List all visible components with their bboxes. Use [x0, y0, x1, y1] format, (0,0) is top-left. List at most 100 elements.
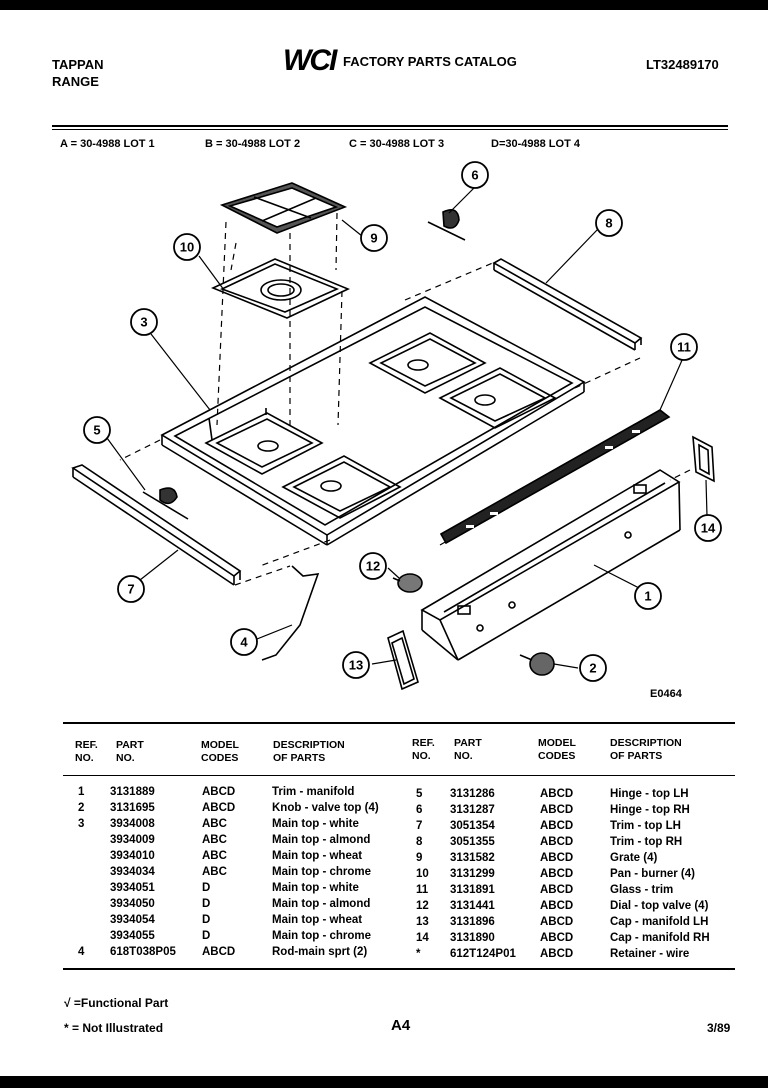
brand-label: TAPPAN RANGE	[52, 56, 104, 90]
part-no: 3051355	[450, 836, 495, 848]
ref-no	[78, 928, 110, 944]
header-rule	[52, 125, 728, 127]
part-no: 3131441	[450, 900, 495, 912]
cap-manifold-lh-part	[387, 629, 419, 691]
ref-no: 8	[416, 836, 423, 848]
callout-label-8: 8	[605, 216, 612, 231]
ref-no: 2	[78, 802, 85, 814]
model-codes: ABC	[202, 834, 227, 846]
part-description: Retainer - wire	[610, 948, 690, 960]
model-codes: ABCD	[540, 932, 574, 944]
part-description: Main top - white	[272, 882, 359, 894]
part-description: Hinge - top LH	[610, 788, 689, 800]
ref-no: 14	[416, 932, 429, 944]
lot-a: A = 30-4988 LOT 1	[60, 138, 155, 150]
part-description: Main top - almond	[272, 834, 371, 846]
col-ref-right: REF.NO.	[412, 737, 435, 762]
ref-no: 5	[416, 788, 423, 800]
part-description: Trim - manifold	[272, 786, 355, 798]
model-codes: ABC	[202, 866, 227, 878]
callout-label-5: 5	[93, 423, 100, 438]
callout-circle-4	[230, 628, 258, 656]
ref-no	[78, 912, 110, 928]
callout-circle-8	[595, 209, 623, 237]
ref-no: 6	[416, 804, 423, 816]
part-no: 3934009	[110, 834, 155, 846]
functional-part-note: √ =Functional Part	[64, 996, 169, 1010]
lot-d: D=30-4988 LOT 4	[491, 138, 580, 150]
model-codes: ABCD	[540, 916, 574, 928]
part-description: Cap - manifold LH	[610, 916, 709, 928]
model-codes: ABCD	[540, 948, 574, 960]
model-codes: ABCD	[540, 820, 574, 832]
callout-label-3: 3	[140, 315, 147, 330]
part-no: 3131890	[450, 932, 495, 944]
figure-code: E0464	[650, 688, 683, 700]
burner-pan-part	[210, 258, 350, 319]
model-codes: D	[202, 930, 211, 942]
parts-row: 3 3934008 ABC Main top - white	[78, 816, 412, 832]
callout-label-13: 13	[349, 658, 363, 673]
ref-no: 4	[78, 946, 85, 958]
manifold-trim-part	[420, 469, 681, 661]
page-code: A4	[391, 1017, 411, 1034]
model-codes: ABCD	[202, 802, 236, 814]
ref-no: 3	[78, 818, 85, 830]
model-codes: D	[202, 898, 211, 910]
callout-circle-1	[634, 582, 662, 610]
callout-circle-9	[360, 224, 388, 252]
header-rule-thin	[52, 129, 728, 130]
ref-no	[78, 880, 110, 896]
model-codes: ABCD	[202, 946, 236, 958]
part-description: Trim - top RH	[610, 836, 683, 848]
part-no: 3131891	[450, 884, 495, 896]
model-codes: ABC	[202, 850, 227, 862]
model-codes: ABC	[202, 818, 227, 830]
callout-circle-5	[83, 416, 111, 444]
part-no: 3934010	[110, 850, 155, 862]
part-no: 618T038P05	[110, 946, 176, 958]
catalog-title: FACTORY PARTS CATALOG	[343, 54, 517, 69]
parts-row: 3934010 ABC Main top - wheat	[78, 848, 412, 864]
ref-no: 10	[416, 868, 429, 880]
ref-no: *	[416, 948, 421, 960]
part-description: Main top - wheat	[272, 850, 363, 862]
table-header-rule	[63, 775, 735, 776]
trim-top-lh-part	[71, 464, 242, 586]
ref-no	[78, 896, 110, 912]
part-description: Grate (4)	[610, 852, 658, 864]
model-codes: D	[202, 882, 211, 894]
brand-line-1: TAPPAN	[52, 57, 104, 72]
part-no: 3934050	[110, 898, 155, 910]
callout-circle-7	[117, 575, 145, 603]
model-codes: ABCD	[540, 900, 574, 912]
part-no: 3934008	[110, 818, 155, 830]
callout-label-11: 11	[677, 340, 691, 355]
part-no: 3934054	[110, 914, 155, 926]
ref-no: 12	[416, 900, 429, 912]
ref-no	[78, 848, 110, 864]
ref-no	[78, 832, 110, 848]
model-codes: ABCD	[202, 786, 236, 798]
part-description: Main top - white	[272, 818, 359, 830]
bottom-border	[0, 1076, 768, 1088]
trim-top-rh-part	[492, 258, 643, 351]
